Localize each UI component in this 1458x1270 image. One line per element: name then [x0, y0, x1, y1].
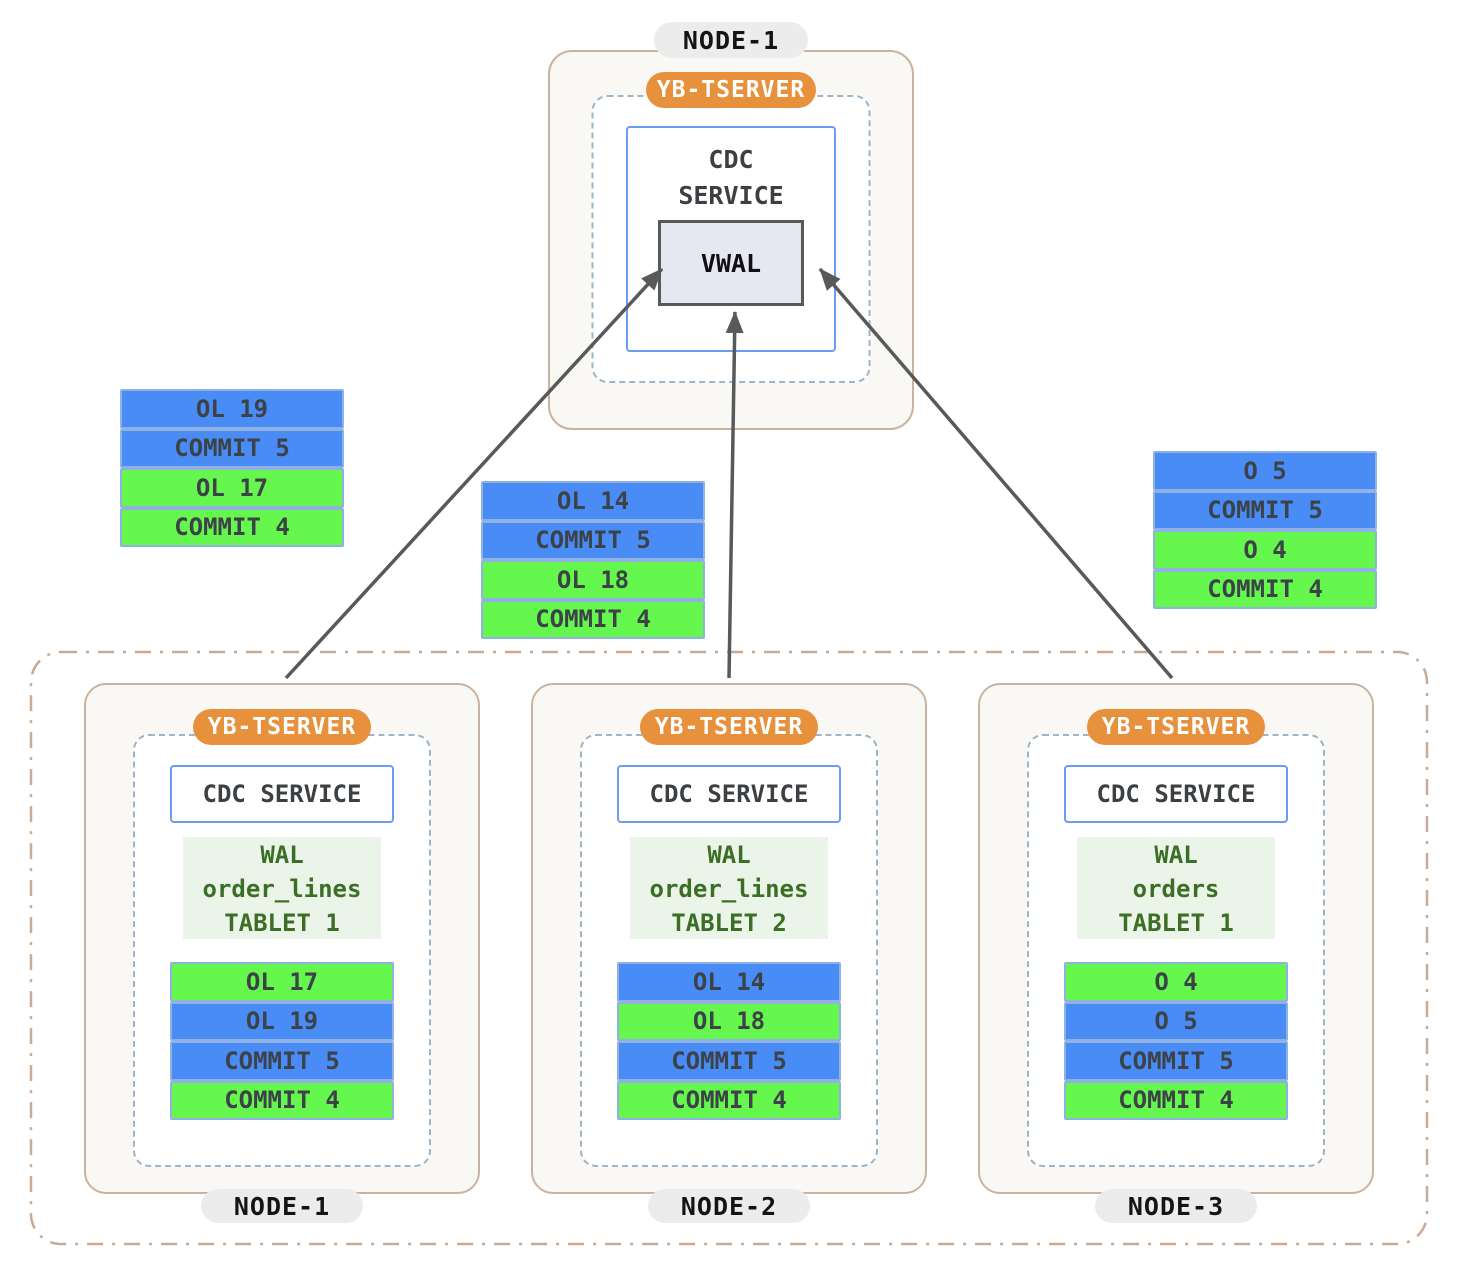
wal-table-name: orders: [1132, 875, 1220, 903]
log-row: COMMIT 4: [1153, 569, 1377, 609]
log-row: OL 17: [170, 962, 394, 1002]
log-row: COMMIT 4: [170, 1080, 394, 1120]
cluster-node-2: YB-TSERVER CDC SERVICE WAL order_lines T…: [531, 683, 927, 1223]
log-row: O 5: [1153, 451, 1377, 491]
log-row: OL 19: [120, 389, 344, 429]
wal-log-stack: OL 14 OL 18 COMMIT 5 COMMIT 4: [617, 962, 841, 1120]
log-row: COMMIT 4: [617, 1080, 841, 1120]
log-row: COMMIT 5: [1064, 1041, 1288, 1081]
node-label: NODE-1: [201, 1189, 363, 1223]
cdc-service-label-line2: SERVICE: [678, 181, 784, 210]
log-row: COMMIT 5: [481, 520, 705, 560]
top-node-group: CDC SERVICE VWAL YB-TSERVER NODE-1: [548, 22, 914, 430]
log-row: OL 14: [481, 481, 705, 521]
log-row: COMMIT 5: [170, 1041, 394, 1081]
wal-label: WAL: [707, 841, 751, 869]
wal-tablet-name: TABLET 2: [671, 909, 787, 937]
log-row: O 4: [1153, 530, 1377, 570]
node-label: NODE-2: [648, 1189, 810, 1223]
log-row: COMMIT 5: [1153, 490, 1377, 530]
wal-tablet-box: WAL order_lines TABLET 1: [183, 837, 381, 939]
wal-log-stack: O 4 O 5 COMMIT 5 COMMIT 4: [1064, 962, 1288, 1120]
vwal-box: VWAL: [658, 220, 804, 306]
tserver-badge: YB-TSERVER: [640, 709, 818, 745]
cdc-service-label-line1: CDC: [708, 145, 754, 174]
wal-tablet-name: TABLET 1: [1118, 909, 1234, 937]
floating-log-stack-middle: OL 14 COMMIT 5 OL 18 COMMIT 4: [481, 481, 705, 639]
log-row: OL 19: [170, 1001, 394, 1041]
cluster-node-1: YB-TSERVER CDC SERVICE WAL order_lines T…: [84, 683, 480, 1223]
node-label: NODE-3: [1095, 1189, 1257, 1223]
wal-tablet-name: TABLET 1: [224, 909, 340, 937]
log-row: COMMIT 4: [120, 507, 344, 547]
log-row: COMMIT 4: [481, 599, 705, 639]
wal-table-name: order_lines: [202, 875, 362, 903]
log-row: O 5: [1064, 1001, 1288, 1041]
log-row: COMMIT 5: [120, 428, 344, 468]
cdc-service-box: CDC SERVICE: [170, 765, 394, 823]
log-row: OL 18: [617, 1001, 841, 1041]
wal-tablet-box: WAL orders TABLET 1: [1077, 837, 1275, 939]
tserver-badge: YB-TSERVER: [193, 709, 371, 745]
wal-table-name: order_lines: [649, 875, 809, 903]
cluster-node-3: YB-TSERVER CDC SERVICE WAL orders TABLET…: [978, 683, 1374, 1223]
wal-log-stack: OL 17 OL 19 COMMIT 5 COMMIT 4: [170, 962, 394, 1120]
log-row: OL 18: [481, 560, 705, 600]
floating-log-stack-left: OL 19 COMMIT 5 OL 17 COMMIT 4: [120, 389, 344, 547]
wal-label: WAL: [260, 841, 304, 869]
cdc-service-box: CDC SERVICE: [1064, 765, 1288, 823]
log-row: COMMIT 4: [1064, 1080, 1288, 1120]
wal-tablet-box: WAL order_lines TABLET 2: [630, 837, 828, 939]
log-row: OL 17: [120, 468, 344, 508]
log-row: COMMIT 5: [617, 1041, 841, 1081]
log-row: O 4: [1064, 962, 1288, 1002]
top-node-label: NODE-1: [654, 22, 808, 58]
floating-log-stack-right: O 5 COMMIT 5 O 4 COMMIT 4: [1153, 451, 1377, 609]
tserver-badge: YB-TSERVER: [646, 72, 816, 108]
wal-label: WAL: [1154, 841, 1198, 869]
log-row: OL 14: [617, 962, 841, 1002]
tserver-badge: YB-TSERVER: [1087, 709, 1265, 745]
cdc-service-box: CDC SERVICE: [617, 765, 841, 823]
